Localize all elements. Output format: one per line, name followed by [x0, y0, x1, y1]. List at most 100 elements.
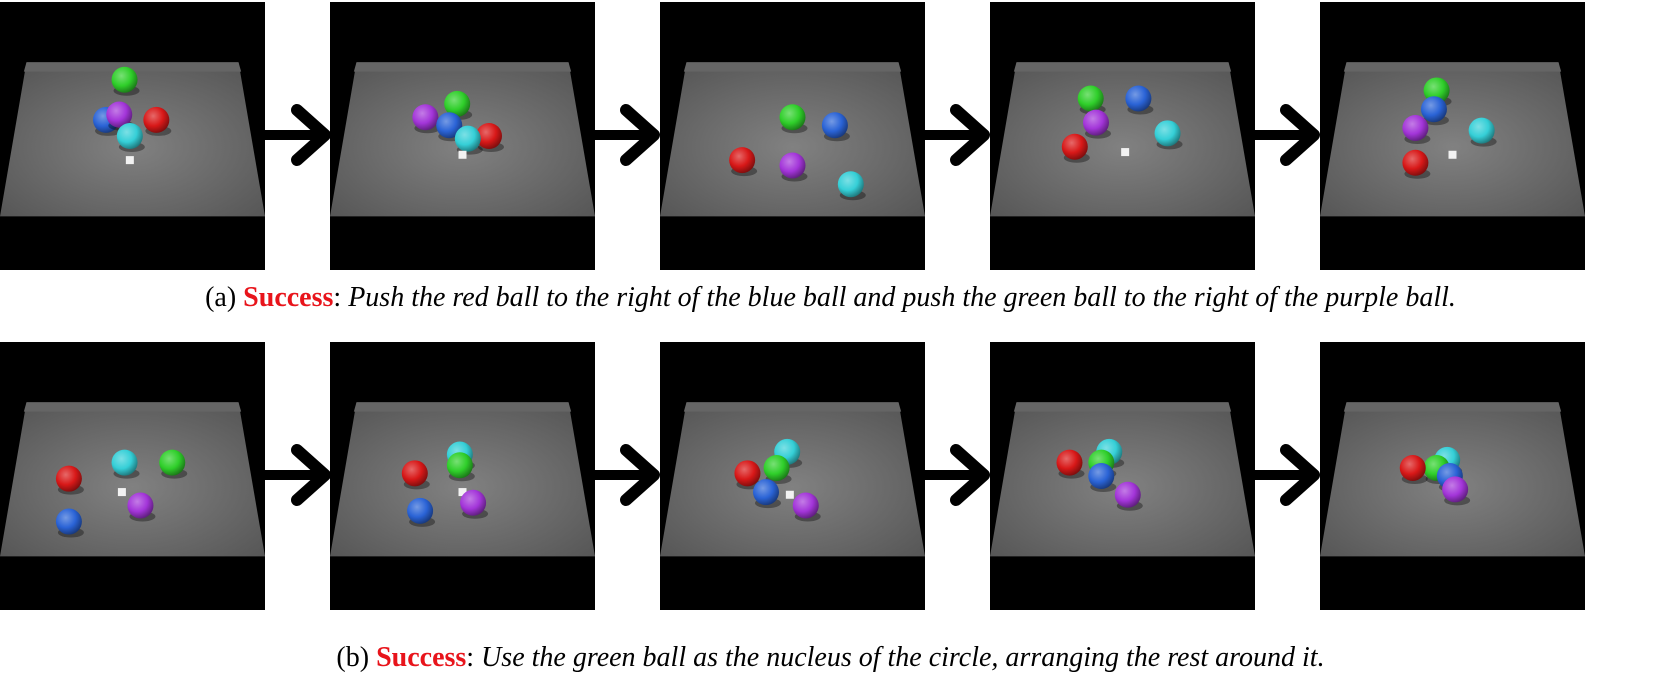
- table-edge: [23, 62, 242, 72]
- caption-separator: :: [333, 282, 349, 313]
- arrow-head: [950, 444, 990, 506]
- right-arrow-icon: [253, 100, 335, 170]
- ball-purple: [792, 492, 819, 519]
- frame-a-2: [330, 2, 595, 270]
- ball-blue: [1420, 96, 1447, 123]
- panel-a: [0, 0, 1661, 270]
- scene-svg: [660, 342, 925, 610]
- right-arrow-icon: [1242, 100, 1324, 170]
- ball-green: [444, 90, 471, 117]
- caption-label: (b): [336, 642, 377, 673]
- table-surface: [990, 402, 1255, 557]
- frame-a-4: [990, 2, 1255, 270]
- right-arrow-glyph: [1242, 444, 1320, 506]
- ball-purple: [412, 104, 439, 131]
- scene-svg: [330, 2, 595, 270]
- right-arrow-icon: [912, 100, 994, 170]
- scene-svg: [1320, 342, 1585, 610]
- table-edge: [683, 62, 902, 72]
- frame-b-4: [990, 342, 1255, 610]
- arrow-head: [620, 444, 660, 506]
- table-edge: [1343, 62, 1562, 72]
- table-edge: [353, 62, 572, 72]
- scene-svg: [990, 342, 1255, 610]
- ball-green: [446, 452, 473, 479]
- arrow-head: [620, 104, 660, 166]
- frame-a-5: [1320, 2, 1585, 270]
- ball-blue: [821, 112, 848, 139]
- ball-purple: [779, 152, 806, 179]
- right-arrow-icon: [912, 440, 994, 510]
- arrow-head: [291, 444, 331, 506]
- ball-purple: [1442, 476, 1469, 503]
- ball-red: [1061, 133, 1088, 160]
- ball-cyan: [454, 125, 481, 152]
- caption-a: (a) Success: Push the red ball to the ri…: [0, 282, 1661, 314]
- ball-purple: [1114, 481, 1141, 508]
- frame-b-3: [660, 342, 925, 610]
- ball-blue: [55, 508, 82, 535]
- instruction-text: Use the green ball as the nucleus of the…: [481, 642, 1325, 673]
- ball-red: [729, 147, 756, 174]
- ball-blue: [1088, 463, 1115, 489]
- caption-label: (a): [205, 282, 244, 313]
- table-surface: [1320, 62, 1585, 217]
- caption-b: (b) Success: Use the green ball as the n…: [0, 642, 1661, 674]
- instruction-text: Push the red ball to the right of the bl…: [348, 282, 1456, 313]
- ball-blue: [407, 497, 434, 524]
- ball-green: [779, 104, 806, 131]
- scene-svg: [0, 2, 265, 270]
- ball-cyan: [116, 123, 143, 149]
- right-arrow-icon: [582, 440, 664, 510]
- table-surface: [990, 62, 1255, 217]
- ball-green: [1077, 85, 1104, 112]
- table-edge: [1013, 62, 1232, 72]
- ball-cyan: [1468, 117, 1495, 144]
- table-surface: [660, 62, 925, 217]
- scene-svg: [660, 2, 925, 270]
- right-arrow-glyph: [1242, 104, 1320, 166]
- frame-b-5: [1320, 342, 1585, 610]
- scene-svg: [0, 342, 265, 610]
- right-arrow-glyph: [912, 444, 990, 506]
- scene-svg: [330, 342, 595, 610]
- table-edge: [353, 402, 572, 412]
- right-arrow-icon: [253, 440, 335, 510]
- status-label: Success: [376, 642, 467, 673]
- frame-a-1: [0, 2, 265, 270]
- ball-red: [1402, 149, 1429, 176]
- ball-red: [55, 465, 82, 492]
- ball-red: [143, 106, 170, 133]
- scene-svg: [1320, 2, 1585, 270]
- table-surface: [0, 402, 265, 557]
- frame-b-1: [0, 342, 265, 610]
- table-edge: [1013, 402, 1232, 412]
- agent-marker: [117, 488, 126, 497]
- ball-green: [159, 449, 186, 476]
- ball-blue: [436, 112, 463, 139]
- arrow-head: [1280, 104, 1320, 166]
- ball-cyan: [837, 171, 864, 198]
- ball-green: [763, 454, 790, 481]
- agent-marker: [458, 488, 467, 497]
- ball-cyan: [111, 449, 138, 476]
- ball-red: [401, 460, 428, 487]
- ball-purple: [127, 492, 154, 519]
- ball-red: [1056, 449, 1083, 476]
- right-arrow-glyph: [253, 104, 331, 166]
- agent-marker: [458, 150, 467, 159]
- ball-purple: [1402, 114, 1429, 141]
- ball-purple: [460, 489, 487, 516]
- ball-purple: [106, 101, 133, 128]
- table-edge: [1343, 402, 1562, 412]
- right-arrow-glyph: [582, 444, 660, 506]
- arrow-head: [291, 104, 331, 166]
- table-surface: [330, 402, 595, 557]
- frame-b-2: [330, 342, 595, 610]
- agent-marker: [785, 490, 794, 499]
- ball-blue: [753, 479, 779, 506]
- right-arrow-glyph: [582, 104, 660, 166]
- scene-svg: [990, 2, 1255, 270]
- table-edge: [23, 402, 242, 412]
- ball-cyan: [1154, 120, 1181, 147]
